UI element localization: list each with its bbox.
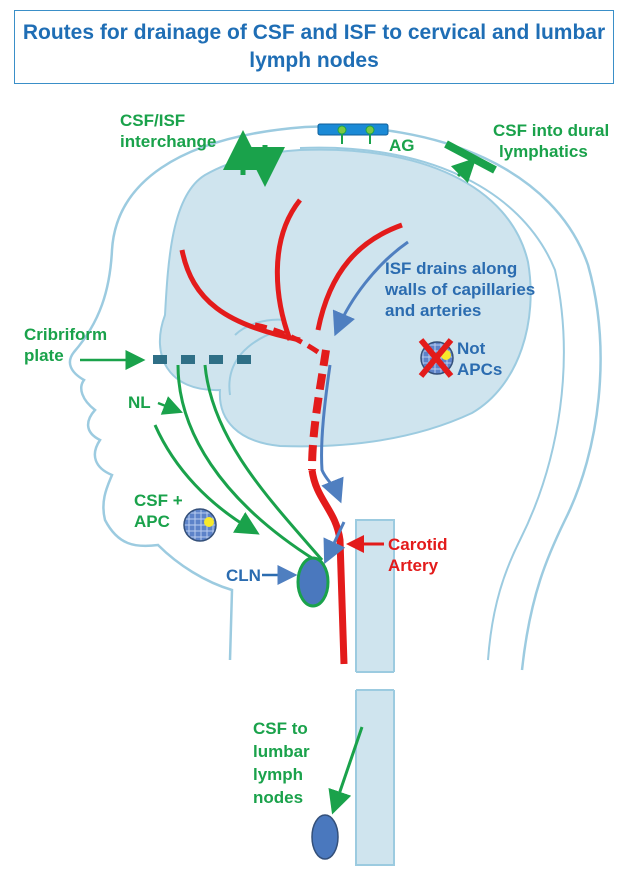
ag-granulation-left <box>338 126 346 134</box>
label-line: CSF to <box>253 717 310 740</box>
label-line: APCs <box>457 359 502 380</box>
cribriform-segment <box>153 355 167 364</box>
label-nl: NL <box>128 392 151 413</box>
cervical-lymph-node <box>298 558 328 606</box>
label-line: lymph <box>253 763 310 786</box>
label-line: Artery <box>388 555 448 576</box>
ag-granulation-right <box>366 126 374 134</box>
label-line: ISF drains along <box>385 258 535 279</box>
label-line: CSF + <box>134 490 183 511</box>
ag-bar <box>318 124 388 135</box>
apc-nucleus <box>204 517 214 527</box>
label-not-apcs: Not APCs <box>457 338 502 380</box>
label-cln: CLN <box>226 565 261 586</box>
dural-arrow <box>458 164 470 176</box>
label-dural-lymphatics: CSF into dural lymphatics <box>493 120 609 162</box>
label-line: CSF/ISF <box>120 110 216 131</box>
label-line: walls of capillaries <box>385 279 535 300</box>
label-line: plate <box>24 345 107 366</box>
label-line: and arteries <box>385 300 535 321</box>
label-csf-apc: CSF + APC <box>134 490 183 532</box>
label-line: interchange <box>120 131 216 152</box>
label-isf-drains: ISF drains along walls of capillaries an… <box>385 258 535 321</box>
label-line: Cribriform <box>24 324 107 345</box>
label-lumbar-lymph-nodes: CSF to lumbar lymph nodes <box>253 717 310 809</box>
cribriform-segment <box>181 355 195 364</box>
label-line: lumbar <box>253 740 310 763</box>
label-carotid-artery: Carotid Artery <box>388 534 448 576</box>
cribriform-segment <box>237 355 251 364</box>
label-line: APC <box>134 511 183 532</box>
dural-lymphatic-bar <box>446 144 495 170</box>
label-line: CSF into dural <box>493 120 609 141</box>
label-line: nodes <box>253 786 310 809</box>
cribriform-segment <box>209 355 223 364</box>
label-line: Carotid <box>388 534 448 555</box>
label-cribriform-plate: Cribriform plate <box>24 324 107 366</box>
label-line: lymphatics <box>493 141 609 162</box>
nl-arrow <box>158 403 176 410</box>
lumbar-lymph-node <box>312 815 338 859</box>
spinal-cord-gap <box>352 672 398 690</box>
label-csf-isf-interchange: CSF/ISF interchange <box>120 110 216 152</box>
label-ag: AG <box>389 135 415 156</box>
label-line: Not <box>457 338 502 359</box>
